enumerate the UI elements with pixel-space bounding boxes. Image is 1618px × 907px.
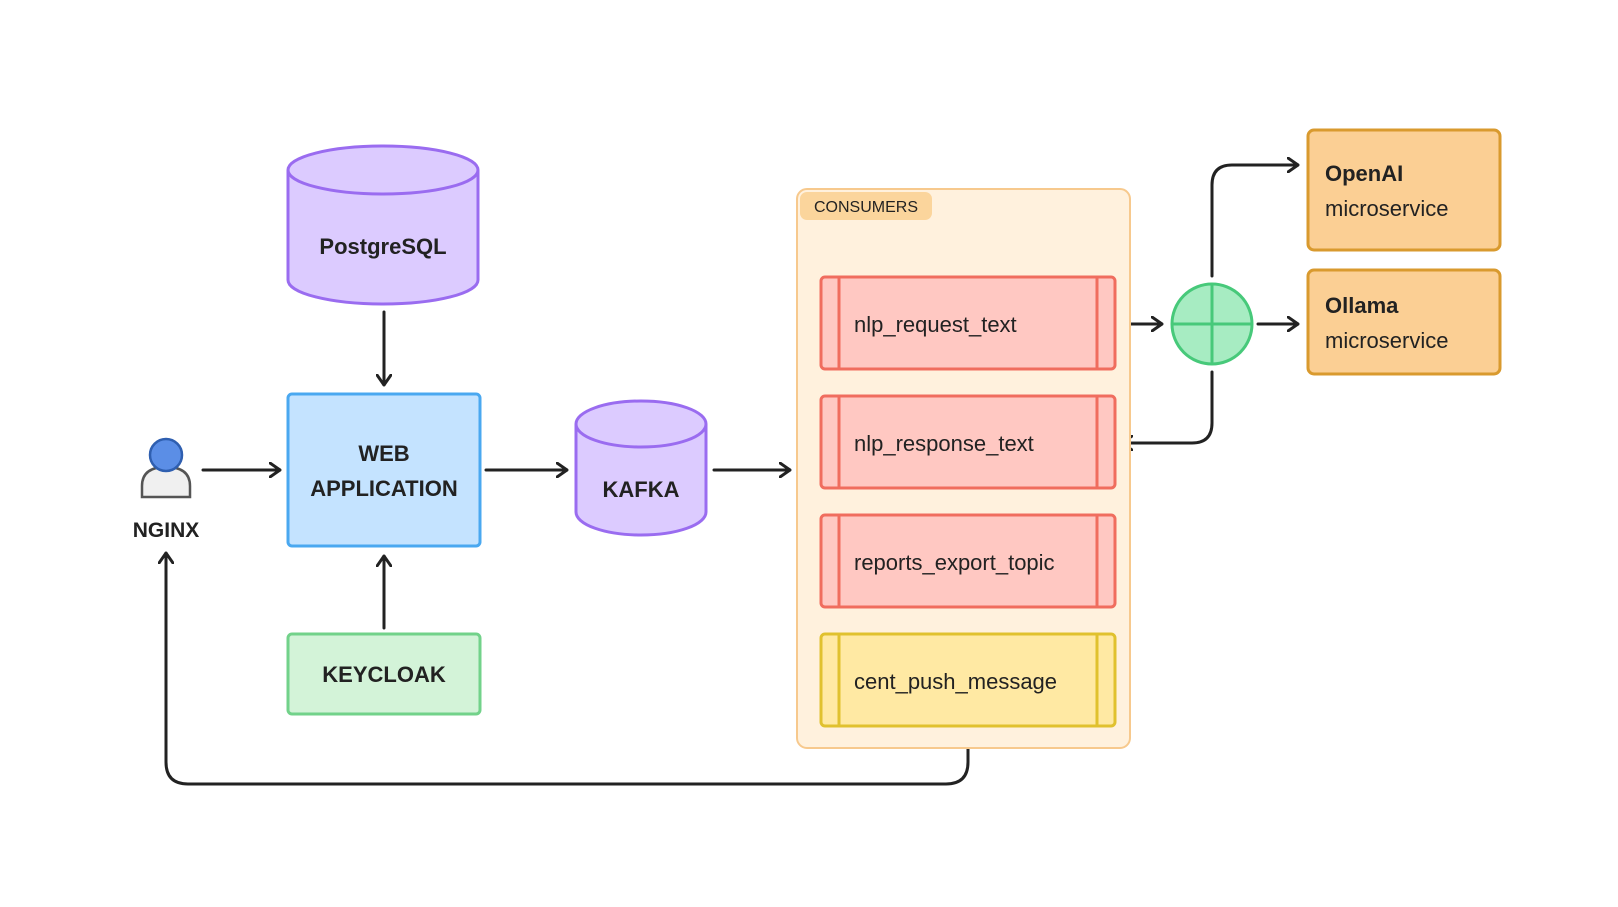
- web-application-label-line1: WEB: [358, 441, 409, 466]
- router-node: [1170, 282, 1254, 366]
- user-icon: [140, 437, 192, 499]
- kafka-broker: KAFKA: [574, 399, 708, 537]
- openai-microservice: OpenAI microservice: [1306, 128, 1502, 252]
- ollama-subtitle: microservice: [1325, 328, 1448, 353]
- edge-push-to-nginx: [166, 551, 970, 786]
- topic-label: nlp_response_text: [854, 431, 1034, 456]
- keycloak-label: KEYCLOAK: [322, 662, 446, 687]
- topic-nlp-request-text: nlp_request_text: [819, 275, 1117, 371]
- openai-subtitle: microservice: [1325, 196, 1448, 221]
- topic-nlp-response-text: nlp_response_text: [819, 394, 1117, 490]
- postgresql-label: PostgreSQL: [319, 234, 446, 259]
- web-application-node: WEB APPLICATION: [286, 392, 482, 548]
- edge-router-to-response: [1120, 370, 1214, 443]
- ollama-microservice: Ollama microservice: [1306, 268, 1502, 376]
- nginx-label: NGINX: [133, 519, 200, 542]
- nginx-node: NGINX: [133, 437, 200, 542]
- consumers-group: CONSUMERS nlp_request_text nlp_response_…: [796, 188, 1131, 749]
- topic-reports-export-topic: reports_export_topic: [819, 513, 1117, 609]
- kafka-label: KAFKA: [603, 477, 680, 502]
- edge-router-to-openai: [1210, 165, 1300, 278]
- topic-cent-push-message: cent_push_message: [819, 632, 1117, 728]
- ollama-title: Ollama: [1325, 293, 1399, 318]
- topic-label: nlp_request_text: [854, 312, 1017, 337]
- keycloak-node: KEYCLOAK: [286, 632, 482, 716]
- postgresql-database: PostgreSQL: [286, 144, 480, 306]
- web-application-label-line2: APPLICATION: [310, 476, 457, 501]
- consumers-badge: [800, 192, 932, 220]
- consumers-label: CONSUMERS: [814, 199, 918, 216]
- topic-label: reports_export_topic: [854, 550, 1055, 575]
- topic-label: cent_push_message: [854, 669, 1057, 694]
- openai-title: OpenAI: [1325, 161, 1403, 186]
